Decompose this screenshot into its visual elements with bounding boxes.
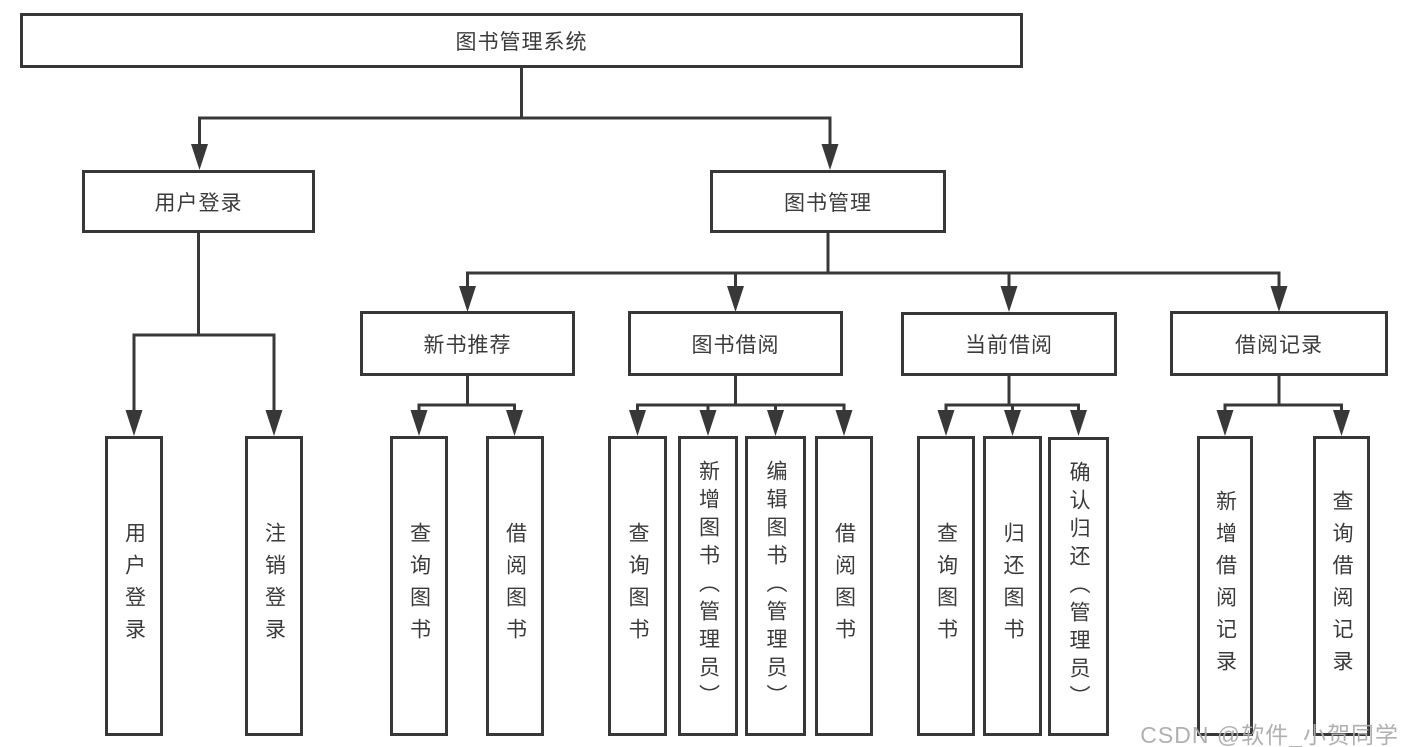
leaf-nbr-query-books: 查询图书 <box>390 436 448 736</box>
leaf-cb-return-books-label: 归还图书 <box>1001 522 1024 650</box>
node-user-login-label: 用户登录 <box>154 191 243 215</box>
node-new-book-recommend: 新书推荐 <box>360 311 575 376</box>
leaf-bb-borrow-books: 借阅图书 <box>815 436 873 736</box>
node-user-login: 用户登录 <box>82 170 315 233</box>
node-book-borrowing-label: 图书借阅 <box>691 333 780 357</box>
leaf-br-add-record: 新增借阅记录 <box>1197 436 1253 736</box>
leaf-br-query-record-label: 查询借阅记录 <box>1330 490 1353 682</box>
node-current-borrowing-label: 当前借阅 <box>965 334 1053 357</box>
leaf-logout: 注销登录 <box>245 436 303 736</box>
node-book-borrowing: 图书借阅 <box>628 311 843 376</box>
leaf-br-add-record-label: 新增借阅记录 <box>1213 490 1237 682</box>
leaf-bb-query-books-label: 查询图书 <box>626 522 649 650</box>
node-book-management: 图书管理 <box>710 170 946 233</box>
node-root-label: 图书管理系统 <box>455 30 588 54</box>
leaf-nbr-query-books-label: 查询图书 <box>407 522 431 650</box>
node-borrowing-records: 借阅记录 <box>1170 311 1388 376</box>
watermark: CSDN @软件_小贺同学 <box>1140 722 1399 747</box>
node-borrowing-records-label: 借阅记录 <box>1235 333 1323 357</box>
node-new-book-recommend-label: 新书推荐 <box>423 333 512 357</box>
node-current-borrowing: 当前借阅 <box>901 312 1117 376</box>
leaf-nbr-borrow-books-label: 借阅图书 <box>503 522 527 650</box>
leaf-nbr-borrow-books: 借阅图书 <box>486 436 544 736</box>
leaf-bb-query-books: 查询图书 <box>608 436 667 736</box>
node-book-management-label: 图书管理 <box>784 191 872 215</box>
leaf-user-login: 用户登录 <box>105 436 163 736</box>
leaf-bb-edit-book-admin: 编辑图书（管理员） <box>745 436 806 736</box>
leaf-bb-borrow-books-label: 借阅图书 <box>832 522 856 650</box>
leaf-cb-confirm-return-admin-label: 确认归还（管理员） <box>1067 460 1090 713</box>
node-root: 图书管理系统 <box>20 13 1023 68</box>
leaf-bb-add-book-admin-label: 新增图书（管理员） <box>696 460 720 712</box>
leaf-cb-query-books: 查询图书 <box>917 436 975 736</box>
leaf-bb-add-book-admin: 新增图书（管理员） <box>678 436 738 736</box>
leaf-br-query-record: 查询借阅记录 <box>1313 436 1370 736</box>
leaf-cb-return-books: 归还图书 <box>983 436 1042 736</box>
leaf-logout-label: 注销登录 <box>262 522 286 650</box>
leaf-cb-query-books-label: 查询图书 <box>934 522 958 650</box>
leaf-cb-confirm-return-admin: 确认归还（管理员） <box>1048 437 1109 736</box>
leaf-user-login-label: 用户登录 <box>122 522 146 650</box>
leaf-bb-edit-book-admin-label: 编辑图书（管理员） <box>764 460 787 712</box>
